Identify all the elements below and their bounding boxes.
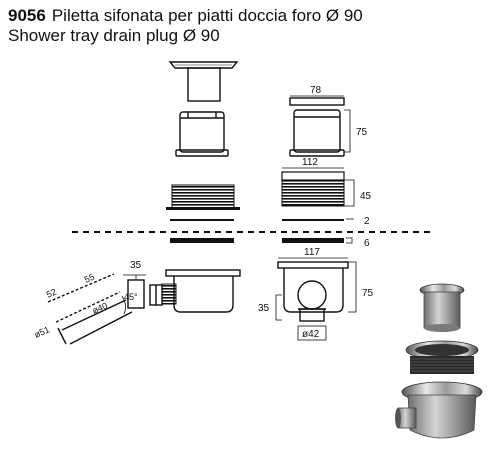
dim-78: 78 — [310, 85, 322, 96]
dim-2: 2 — [364, 216, 370, 227]
right-tray-ring — [282, 238, 344, 243]
dim-pipe-35: 35 — [130, 260, 142, 271]
dim-pipe-45deg: 45° — [124, 292, 138, 302]
dim-6: 6 — [364, 238, 370, 249]
left-tray-ring — [170, 238, 234, 243]
dimension-lines — [275, 95, 357, 341]
dim-d42: ø42 — [302, 329, 320, 340]
left-drain-body — [149, 269, 241, 313]
right-grating-nut — [281, 171, 345, 207]
dim-45: 45 — [360, 191, 372, 202]
right-cap — [289, 97, 345, 157]
dim-pipe-d51: ø51 — [33, 324, 51, 339]
product-render — [395, 283, 483, 439]
dim-75-upper: 75 — [356, 127, 368, 138]
left-cap-assembly — [168, 61, 239, 102]
outlet-pipe — [47, 273, 146, 345]
dim-112: 112 — [302, 157, 318, 168]
right-gasket — [282, 219, 344, 221]
dim-pipe-52: 52 — [45, 287, 58, 300]
left-siphon-cup — [175, 111, 229, 157]
product-code: 9056 — [8, 6, 46, 25]
right-drain-body — [277, 261, 349, 322]
title-italian-text: Piletta sifonata per piatti doccia foro … — [51, 6, 363, 25]
dim-35-offset: 35 — [258, 303, 270, 314]
product-title-italian: 9056 Piletta sifonata per piatti doccia f… — [8, 6, 363, 26]
dim-pipe-55: 55 — [83, 272, 96, 285]
dim-117: 117 — [304, 247, 320, 258]
dim-pipe-d40: ø40 — [91, 300, 109, 315]
product-title-english: Shower tray drain plug Ø 90 — [8, 26, 220, 45]
left-gasket — [170, 219, 234, 221]
left-grating-nut — [166, 184, 240, 210]
dim-75-lower: 75 — [362, 288, 374, 299]
